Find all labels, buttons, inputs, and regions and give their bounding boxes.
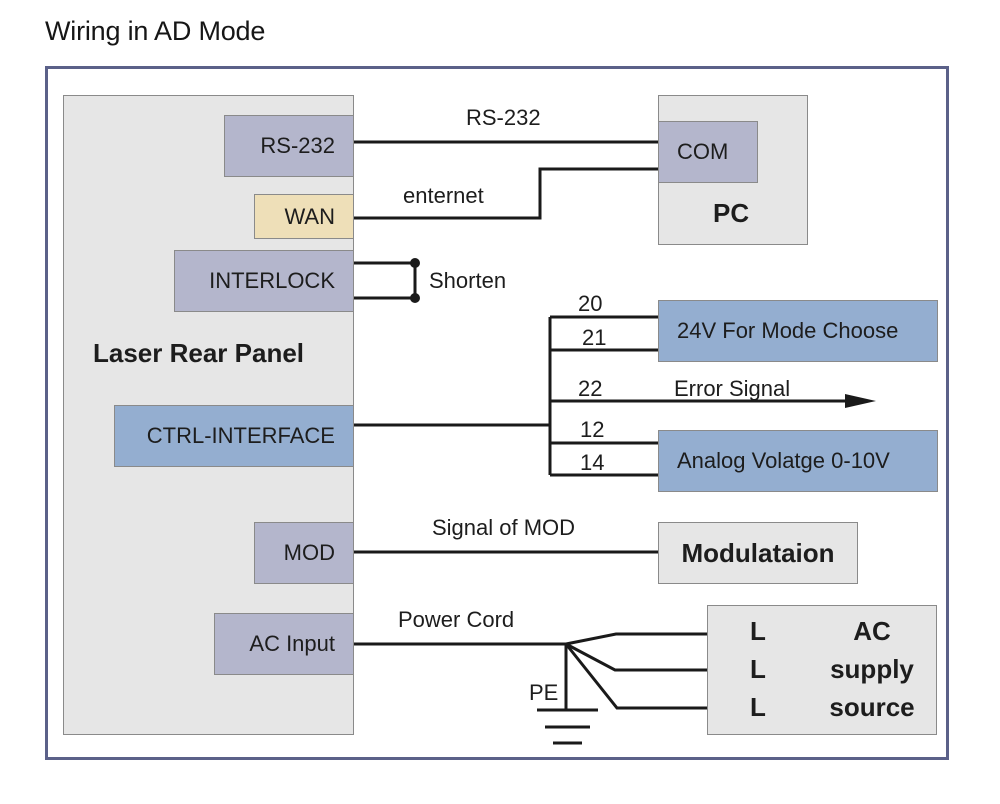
ac-line-label: L xyxy=(750,616,766,646)
analog-voltage-box: Analog Volatge 0-10V xyxy=(658,430,938,492)
error-signal-arrow-icon xyxy=(845,394,876,408)
pin-22-label: 22 xyxy=(578,376,603,401)
port-mod: MOD xyxy=(254,522,354,584)
pin-12-label: 12 xyxy=(580,417,605,442)
port-wan: WAN xyxy=(254,194,354,239)
wire-ac-l1 xyxy=(565,632,707,646)
port-ac-input: AC Input xyxy=(214,613,354,675)
pin-21-label: 21 xyxy=(582,325,607,350)
wire-ethernet xyxy=(354,167,658,220)
pe-label: PE xyxy=(529,680,559,705)
modulation-box: Modulataion xyxy=(658,522,858,584)
interlock-junction-dot xyxy=(410,293,420,303)
ac-line-label: L xyxy=(750,692,766,722)
port-ctrl-interface: CTRL-INTERFACE xyxy=(114,405,354,467)
port-interlock: INTERLOCK xyxy=(174,250,354,312)
ac-word: AC xyxy=(853,616,891,646)
ac-supply-row: L supply xyxy=(708,654,936,685)
mod-signal-label: Signal of MOD xyxy=(432,515,576,540)
wire-interlock xyxy=(354,261,417,300)
rs232-wire-label: RS-232 xyxy=(466,105,541,130)
ac-word: source xyxy=(829,692,915,722)
ac-supply-box: L AC L supply L source xyxy=(707,605,937,735)
wire-ac-l2 xyxy=(565,642,707,672)
pin-20-label: 20 xyxy=(578,291,603,316)
interlock-junction-dot xyxy=(410,258,420,268)
port-rs232: RS-232 xyxy=(224,115,354,177)
power-cord-label: Power Cord xyxy=(398,607,515,632)
ac-supply-row: L source xyxy=(708,692,936,723)
laser-rear-panel-label: Laser Rear Panel xyxy=(93,338,305,368)
ethernet-wire-label: enternet xyxy=(403,183,484,208)
diagram-title: Wiring in AD Mode xyxy=(45,16,266,46)
interlock-shorten-label: Shorten xyxy=(429,268,507,293)
pc-label: PC xyxy=(713,198,750,228)
ac-line-label: L xyxy=(750,654,766,684)
ac-word: supply xyxy=(830,654,914,684)
mode-choose-box: 24V For Mode Choose xyxy=(658,300,938,362)
ac-supply-row: L AC xyxy=(708,616,936,647)
pin-14-label: 14 xyxy=(580,450,605,475)
error-signal-label: Error Signal xyxy=(674,376,791,401)
pc-com-port: COM xyxy=(658,121,758,183)
wire-ac-l3 xyxy=(564,643,707,710)
